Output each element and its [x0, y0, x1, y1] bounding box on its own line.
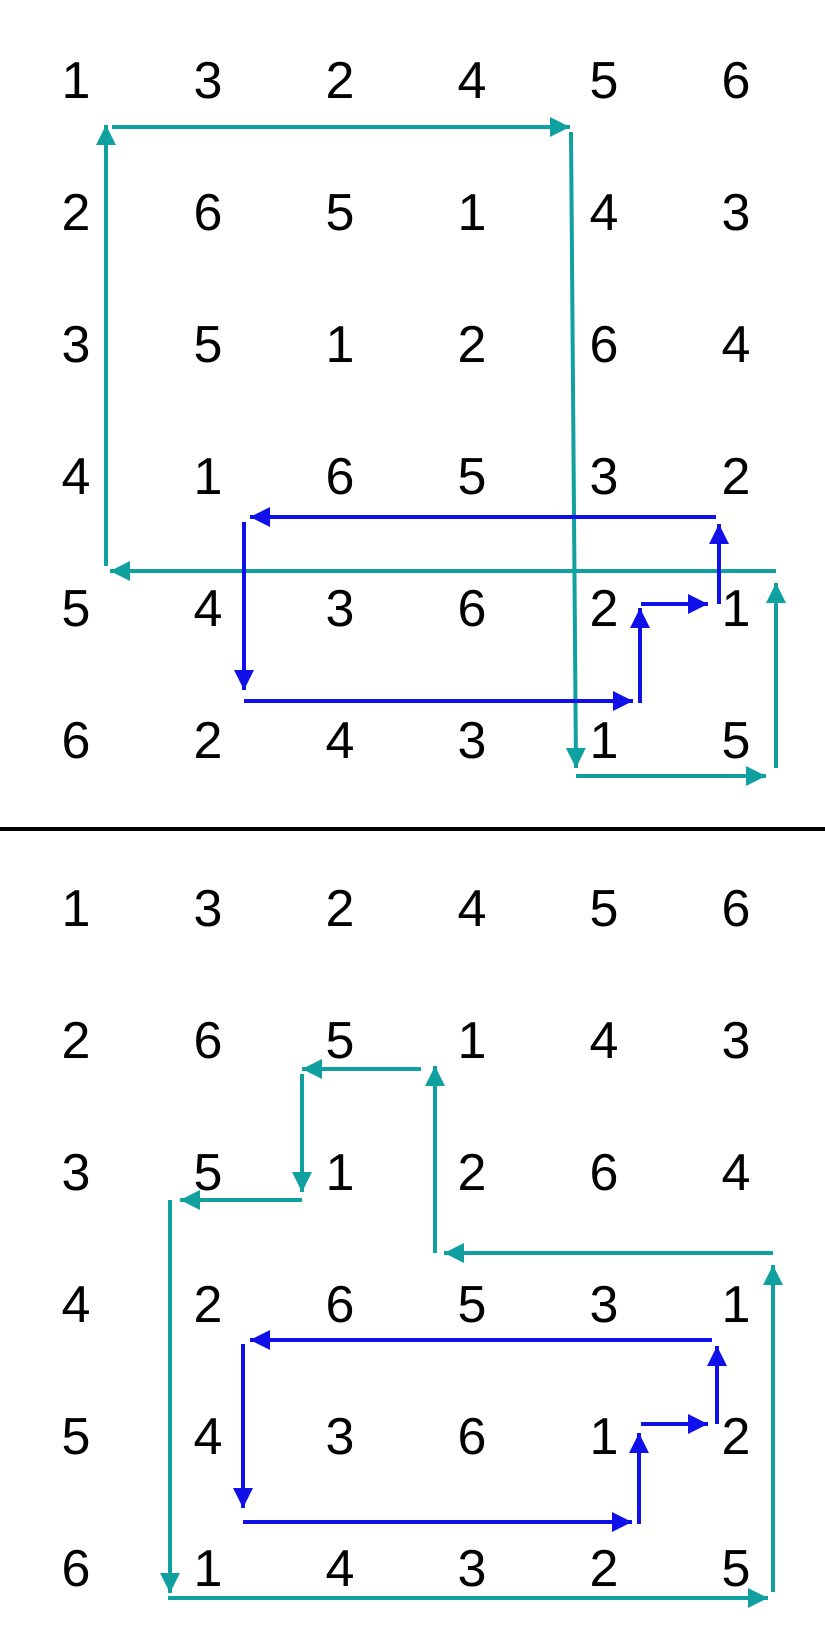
top-cell-r4-c2: 1 [194, 448, 223, 506]
top-blue-cycle [234, 507, 729, 711]
top-cell-r6-c1: 6 [62, 712, 91, 770]
bottom-cell-r4-c1: 4 [62, 1276, 91, 1334]
top-cell-r1-c1: 1 [62, 52, 91, 110]
top-cell-r1-c2: 3 [194, 52, 223, 110]
top-cell-r1-c5: 5 [590, 52, 619, 110]
bottom-cell-r5-c4: 6 [458, 1408, 487, 1466]
bottom-cell-r3-c5: 6 [590, 1144, 619, 1202]
bottom-cell-r4-c3: 6 [326, 1276, 355, 1334]
top-cell-r5-c5: 2 [590, 580, 619, 638]
bottom-cell-r2-c2: 6 [194, 1012, 223, 1070]
bottom-cell-r4-c5: 3 [590, 1276, 619, 1334]
top-cell-r5-c2: 4 [194, 580, 223, 638]
top-cell-r3-c3: 1 [326, 316, 355, 374]
bottom-cell-r1-c2: 3 [194, 880, 223, 938]
top-grid: 1 3 2 4 5 6 2 6 5 1 4 3 3 5 1 2 6 4 4 1 6 5 3 2 5 4 3 6 2 1 6 2 4 3 1 5 [62, 52, 751, 770]
top-cell-r1-c6: 6 [722, 52, 751, 110]
bottom-cell-r6-c2: 1 [194, 1540, 223, 1598]
bottom-cell-r1-c6: 6 [722, 880, 751, 938]
top-cell-r4-c3: 6 [326, 448, 355, 506]
bottom-cell-r5-c6: 2 [722, 1408, 751, 1466]
top-cell-r4-c4: 5 [458, 448, 487, 506]
bottom-cell-r1-c3: 2 [326, 880, 355, 938]
top-cell-r2-c4: 1 [458, 184, 487, 242]
bottom-cell-r1-c5: 5 [590, 880, 619, 938]
bottom-cell-r4-c4: 5 [458, 1276, 487, 1334]
bottom-cell-r2-c4: 1 [458, 1012, 487, 1070]
top-cell-r3-c6: 4 [722, 316, 751, 374]
top-cell-r6-c3: 4 [326, 712, 355, 770]
top-cell-r5-c6: 1 [722, 580, 751, 638]
bottom-cell-r5-c2: 4 [194, 1408, 223, 1466]
top-cell-r3-c1: 3 [62, 316, 91, 374]
top-cell-r6-c6: 5 [722, 712, 751, 770]
top-cell-r3-c5: 6 [590, 316, 619, 374]
bottom-cell-r5-c3: 3 [326, 1408, 355, 1466]
top-cell-r1-c3: 2 [326, 52, 355, 110]
bottom-cell-r2-c3: 5 [326, 1012, 355, 1070]
bottom-grid: 1 3 2 4 5 6 2 6 5 1 4 3 3 5 1 2 6 4 4 2 6 5 3 1 5 4 3 6 1 2 6 1 4 3 2 5 [62, 880, 751, 1598]
bottom-cell-r6-c5: 2 [590, 1540, 619, 1598]
bottom-cell-r3-c4: 2 [458, 1144, 487, 1202]
bottom-cell-r3-c3: 1 [326, 1144, 355, 1202]
bottom-cell-r2-c5: 4 [590, 1012, 619, 1070]
bottom-cell-r4-c6: 1 [722, 1276, 751, 1334]
top-cell-r2-c1: 2 [62, 184, 91, 242]
bottom-cell-r3-c6: 4 [722, 1144, 751, 1202]
top-cell-r6-c4: 3 [458, 712, 487, 770]
bottom-cell-r1-c1: 1 [62, 880, 91, 938]
bottom-cell-r2-c6: 3 [722, 1012, 751, 1070]
top-teal-cycle [96, 117, 786, 786]
bottom-cell-r2-c1: 2 [62, 1012, 91, 1070]
top-cell-r2-c2: 6 [194, 184, 223, 242]
top-cell-r1-c4: 4 [458, 52, 487, 110]
bottom-teal-cycle [160, 1059, 783, 1608]
bottom-cell-r5-c1: 5 [62, 1408, 91, 1466]
top-cell-r5-c1: 5 [62, 580, 91, 638]
top-cell-r2-c3: 5 [326, 184, 355, 242]
top-cell-r2-c5: 4 [590, 184, 619, 242]
bottom-cell-r4-c2: 2 [194, 1276, 223, 1334]
top-cell-r3-c2: 5 [194, 316, 223, 374]
bottom-cell-r5-c5: 1 [590, 1408, 619, 1466]
top-cell-r6-c2: 2 [194, 712, 223, 770]
top-cell-r5-c3: 3 [326, 580, 355, 638]
top-cell-r4-c5: 3 [590, 448, 619, 506]
top-cell-r4-c6: 2 [722, 448, 751, 506]
bottom-cell-r6-c3: 4 [326, 1540, 355, 1598]
top-cell-r6-c5: 1 [590, 712, 619, 770]
top-cell-r3-c4: 2 [458, 316, 487, 374]
top-cell-r2-c6: 3 [722, 184, 751, 242]
bottom-cell-r1-c4: 4 [458, 880, 487, 938]
top-teal-arrow-2 [565, 131, 586, 769]
bottom-cell-r6-c1: 6 [62, 1540, 91, 1598]
bottom-cell-r6-c4: 3 [458, 1540, 487, 1598]
bottom-blue-cycle [233, 1330, 727, 1532]
bottom-cell-r3-c1: 3 [62, 1144, 91, 1202]
top-cell-r5-c4: 6 [458, 580, 487, 638]
bottom-cell-r6-c6: 5 [722, 1540, 751, 1598]
top-cell-r4-c1: 4 [62, 448, 91, 506]
bottom-cell-r3-c2: 5 [194, 1144, 223, 1202]
